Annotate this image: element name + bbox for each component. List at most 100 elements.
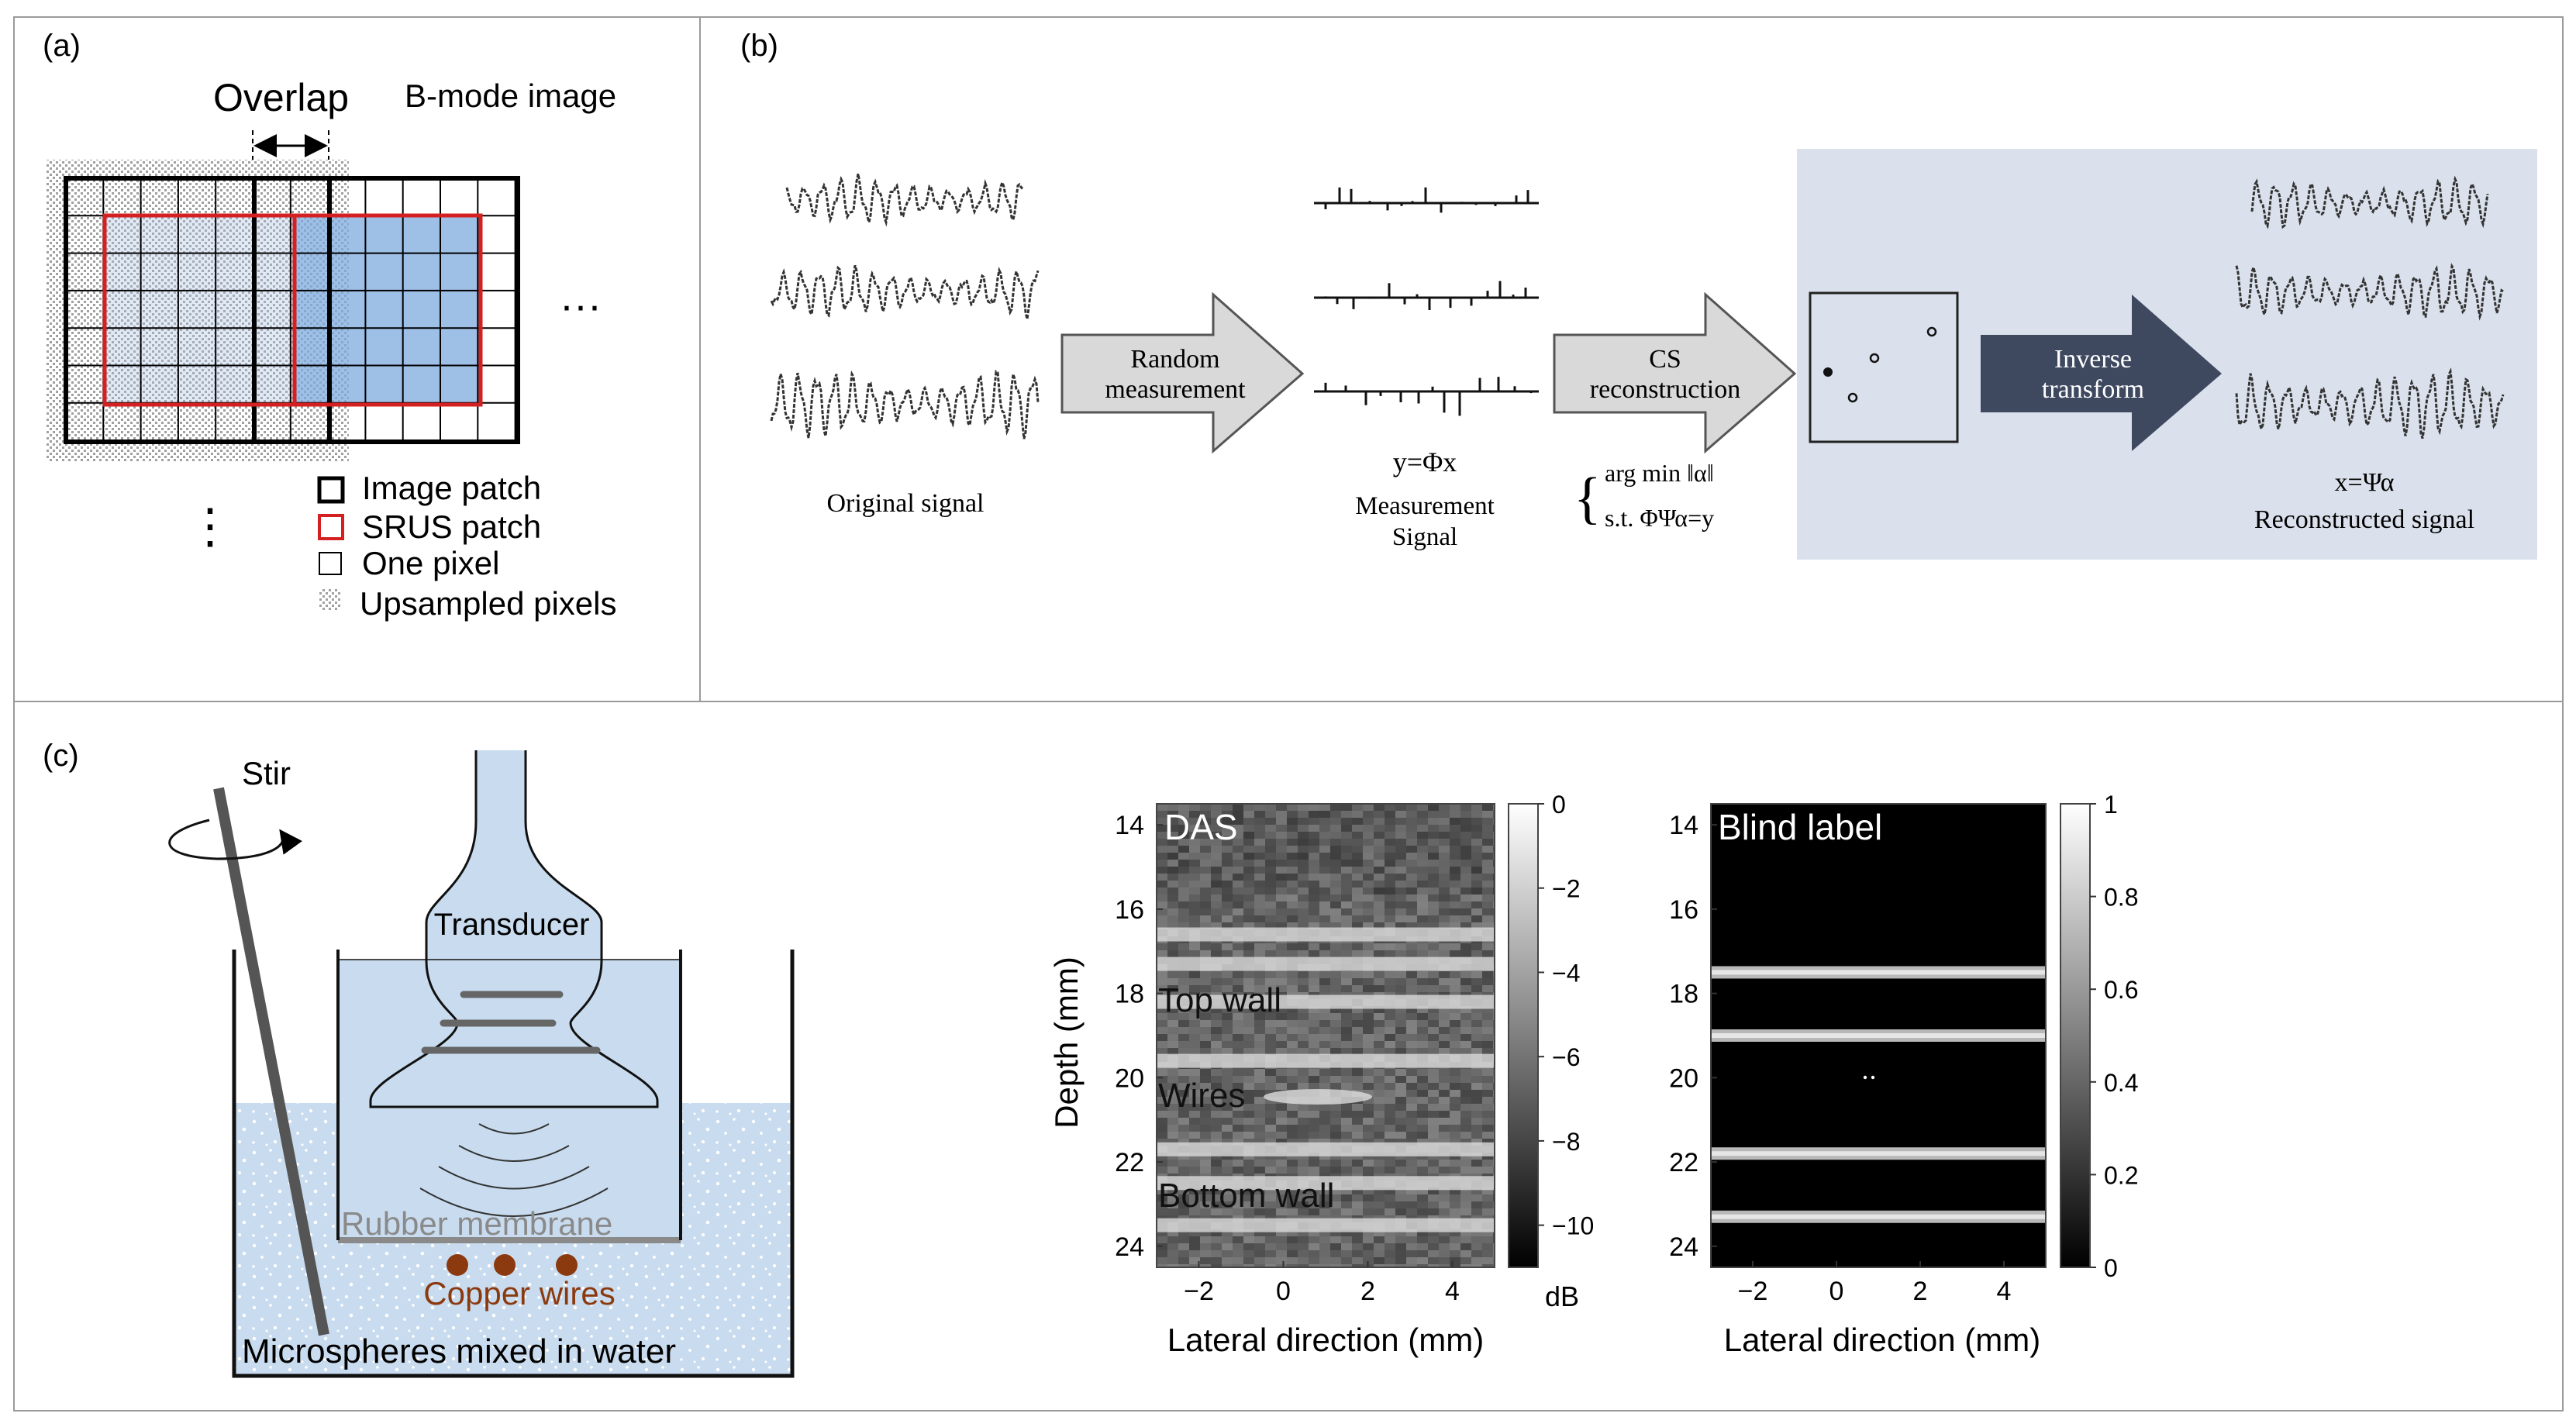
measurement-label-1: Measurement xyxy=(1355,492,1495,520)
blind-x-tick-label: −2 xyxy=(1738,1277,1768,1306)
reconstructed-signal-label: Reconstructed signal xyxy=(2254,505,2474,534)
copper-wires-label: Copper wires xyxy=(423,1275,615,1312)
blind-y-tick-label: 16 xyxy=(1669,895,1698,925)
legend-srus-patch-swatch xyxy=(318,514,344,540)
panel-b-label: (b) xyxy=(740,29,778,63)
original-wave-1 xyxy=(785,173,1024,227)
rubber-membrane-label: Rubber membrane xyxy=(341,1205,612,1242)
das-band xyxy=(1157,957,1495,971)
das-y-tick-label: 18 xyxy=(1115,980,1144,1009)
das-colorbar-tick-label: −2 xyxy=(1552,875,1580,903)
das-colorbar-unit: dB xyxy=(1545,1281,1579,1312)
das-colorbar-tick-label: −8 xyxy=(1552,1128,1580,1156)
continue-right-dots: ··· xyxy=(560,282,602,329)
microspheres-label: Microspheres mixed in water xyxy=(242,1332,676,1370)
reconstructed-wave-2 xyxy=(2235,263,2504,321)
sparse-coefficient-box xyxy=(1809,291,1959,443)
measurement-label-2: Signal xyxy=(1392,523,1457,551)
panel-a: (a) Overlap B-mode image ··· ⋮ Image pat… xyxy=(43,29,617,622)
das-y-axis-label: Depth (mm) xyxy=(1048,957,1085,1129)
legend-image-patch: Image patch xyxy=(362,470,541,506)
reconstruction-equation: x=Ψα xyxy=(2335,468,2395,497)
stir-label: Stir xyxy=(242,755,291,791)
image-patch-2 xyxy=(252,176,520,444)
das-y-tick-label: 22 xyxy=(1115,1148,1144,1177)
blind-band-core xyxy=(1711,1033,2046,1038)
overlap-label: Overlap xyxy=(213,76,349,119)
constraint-label: s.t. ΦΨα=y xyxy=(1605,504,1714,532)
das-band xyxy=(1157,927,1495,942)
blind-colorbar-tick-label: 1 xyxy=(2104,791,2118,819)
original-signal-waves xyxy=(770,173,1040,439)
das-band xyxy=(1157,994,1495,1009)
das-band xyxy=(1157,1176,1495,1191)
measurement-spikes xyxy=(1314,187,1539,416)
das-band xyxy=(1157,1053,1495,1068)
transducer xyxy=(369,750,659,1108)
original-wave-2 xyxy=(770,264,1040,320)
reconstructed-wave-1 xyxy=(2250,175,2489,229)
das-y-tick-label: 20 xyxy=(1115,1063,1144,1093)
legend-image-patch-swatch xyxy=(317,476,345,504)
das-x-tick-label: −2 xyxy=(1184,1277,1214,1306)
das-band xyxy=(1157,1142,1495,1156)
original-signal-label: Original signal xyxy=(826,489,984,518)
stir-rod xyxy=(213,787,329,1336)
das-colorbar-ticks: 0−2−4−6−8−10 xyxy=(1538,791,1594,1240)
das-colorbar-tick-label: −6 xyxy=(1552,1043,1580,1071)
das-title: DAS xyxy=(1164,807,1238,847)
stir-rotation-arrow xyxy=(168,819,302,860)
das-x-tick-label: 2 xyxy=(1360,1277,1375,1306)
blind-colorbar-tick-label: 0.6 xyxy=(2104,976,2138,1004)
random-measurement-arrow xyxy=(1060,291,1305,454)
das-x-tick-label: 0 xyxy=(1276,1277,1291,1306)
blind-y-tick-label: 20 xyxy=(1669,1063,1698,1093)
das-colorbar xyxy=(1508,803,1539,1268)
cs-reconstruction-label-2: reconstruction xyxy=(1590,375,1741,404)
blind-colorbar-ticks: 10.80.60.40.20 xyxy=(2090,791,2138,1282)
reconstructed-signal-waves xyxy=(2235,175,2505,439)
inverse-transform-label-1: Inverse xyxy=(2054,345,2132,374)
panel-b: (b) Original signal Random measurement y… xyxy=(740,29,2537,560)
blind-y-tick-label: 22 xyxy=(1669,1148,1698,1177)
original-wave-3 xyxy=(770,370,1040,439)
blind-x-tick-label: 4 xyxy=(1997,1277,2012,1306)
ultrasound-waves xyxy=(419,1123,609,1217)
srus-patch-2 xyxy=(292,213,483,407)
transducer-label: Transducer xyxy=(434,908,590,942)
cs-reconstruction-label-1: CS xyxy=(1649,345,1681,374)
das-annotation-wires: Wires xyxy=(1158,1077,1245,1115)
das-y-tick-label: 24 xyxy=(1115,1232,1144,1262)
random-measurement-label-1: Random xyxy=(1130,345,1219,374)
image-patch-1 xyxy=(64,176,332,444)
legend: Image patch SRUS patch One pixel Upsampl… xyxy=(317,470,617,622)
blind-x-tick-label: 0 xyxy=(1829,1277,1844,1306)
legend-upsampled: Upsampled pixels xyxy=(360,585,617,622)
panel-a-label: (a) xyxy=(43,29,81,63)
inverse-transform-arrow xyxy=(1981,295,2222,451)
measurement-equation: y=Φx xyxy=(1393,446,1457,477)
legend-pixel-swatch xyxy=(319,552,342,575)
blind-y-tick-label: 18 xyxy=(1669,980,1698,1009)
panel-c-label: (c) xyxy=(43,739,79,773)
das-bands xyxy=(1157,927,1495,1232)
legend-upsampled-swatch xyxy=(319,589,341,611)
blind-x-tick-label: 2 xyxy=(1913,1277,1928,1306)
blind-colorbar-tick-label: 0.4 xyxy=(2104,1069,2138,1097)
das-y-tick-label: 16 xyxy=(1115,895,1144,925)
cs-reconstruction-arrow xyxy=(1553,291,1797,454)
optimization-brace: { xyxy=(1574,467,1602,530)
blind-wire-point xyxy=(1863,1075,1867,1080)
reconstructed-wave-3 xyxy=(2235,367,2505,439)
blind-y-tick-label: 24 xyxy=(1669,1232,1698,1262)
copper-wire xyxy=(556,1254,578,1276)
legend-one-pixel: One pixel xyxy=(362,545,499,581)
das-colorbar-tick-label: 0 xyxy=(1552,791,1566,819)
copper-wire xyxy=(494,1254,516,1276)
das-x-tick-label: 4 xyxy=(1445,1277,1460,1306)
